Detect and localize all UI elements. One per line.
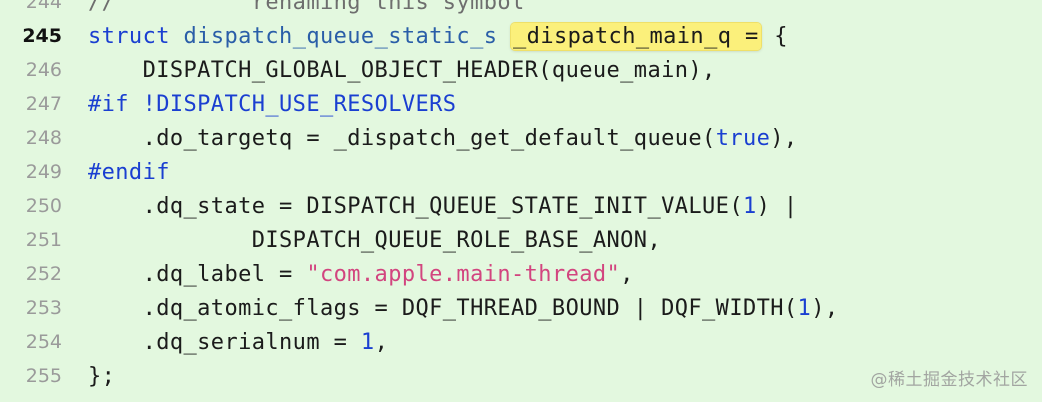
code-line-251: 251 DISPATCH_QUEUE_ROLE_BASE_ANON, bbox=[0, 223, 1042, 257]
code-content: .dq_state = DISPATCH_QUEUE_STATE_INIT_VA… bbox=[88, 194, 798, 219]
code-line-244: 244 // renaming this symbol bbox=[0, 0, 1042, 19]
code-line-250: 250 .dq_state = DISPATCH_QUEUE_STATE_INI… bbox=[0, 189, 1042, 223]
highlighted-symbol[interactable]: _dispatch_main_q = bbox=[511, 22, 761, 50]
code-content: .do_targetq = _dispatch_get_default_queu… bbox=[88, 126, 798, 151]
line-number: 249 bbox=[25, 161, 62, 183]
code-line-249: 249 #endif bbox=[0, 155, 1042, 189]
code-line-245: 245 struct dispatch_queue_static_s _disp… bbox=[0, 19, 1042, 53]
preprocessor-directive: #endif bbox=[88, 159, 170, 185]
code-text: , bbox=[620, 261, 634, 287]
line-number: 247 bbox=[25, 93, 62, 115]
code-line-254: 254 .dq_serialnum = 1, bbox=[0, 325, 1042, 359]
number-literal: 1 bbox=[360, 329, 375, 355]
watermark: @稀土掘金技术社区 bbox=[870, 370, 1028, 390]
code-text: .do_targetq = _dispatch_get_default_queu… bbox=[88, 125, 716, 151]
number-literal: 1 bbox=[797, 295, 812, 321]
current-line-number: 245 bbox=[22, 25, 62, 47]
code-text: , bbox=[374, 329, 389, 355]
line-number: 248 bbox=[25, 127, 62, 149]
preprocessor-directive: #if !DISPATCH_USE_RESOLVERS bbox=[88, 91, 457, 117]
line-number: 251 bbox=[25, 229, 62, 251]
code-line-252: 252 .dq_label = "com.apple.main-thread", bbox=[0, 257, 1042, 291]
keyword-struct: struct bbox=[88, 23, 170, 49]
code-text: .dq_state = DISPATCH_QUEUE_STATE_INIT_VA… bbox=[88, 193, 743, 219]
code-content: .dq_atomic_flags = DQF_THREAD_BOUND | DQ… bbox=[88, 296, 839, 321]
code-text: DISPATCH_GLOBAL_OBJECT_HEADER(queue_main… bbox=[88, 57, 716, 83]
line-number: 252 bbox=[25, 263, 62, 285]
code-content: .dq_serialnum = 1, bbox=[88, 330, 388, 355]
number-literal: 1 bbox=[742, 193, 757, 219]
code-text: }; bbox=[88, 363, 116, 389]
code-line-253: 253 .dq_atomic_flags = DQF_THREAD_BOUND … bbox=[0, 291, 1042, 325]
line-number: 246 bbox=[25, 59, 62, 81]
code-text: ) | bbox=[756, 193, 798, 219]
code-text: ), bbox=[811, 295, 839, 321]
comment: // renaming this symbol bbox=[88, 0, 525, 15]
literal-true: true bbox=[715, 125, 771, 151]
code-text: DISPATCH_QUEUE_ROLE_BASE_ANON, bbox=[88, 227, 662, 253]
line-number: 254 bbox=[25, 331, 62, 353]
line-number: 250 bbox=[25, 195, 62, 217]
code-line-246: 246 DISPATCH_GLOBAL_OBJECT_HEADER(queue_… bbox=[0, 53, 1042, 87]
space bbox=[497, 24, 511, 49]
code-text: { bbox=[760, 23, 788, 49]
code-line-255: 255 }; bbox=[0, 359, 1042, 393]
code-text: ), bbox=[770, 125, 798, 151]
code-text: .dq_label = bbox=[88, 261, 307, 287]
line-number: 253 bbox=[25, 297, 62, 319]
code-line-247: 247 #if !DISPATCH_USE_RESOLVERS bbox=[0, 87, 1042, 121]
code-line-248: 248 .do_targetq = _dispatch_get_default_… bbox=[0, 121, 1042, 155]
space bbox=[170, 24, 184, 49]
string-literal: "com.apple.main-thread" bbox=[306, 261, 621, 287]
code-view: 244 // renaming this symbol 245 struct d… bbox=[0, 0, 1042, 393]
code-text: .dq_serialnum = bbox=[88, 329, 361, 355]
type-name: dispatch_queue_static_s bbox=[183, 23, 498, 49]
line-number: 255 bbox=[25, 365, 62, 387]
code-content: struct dispatch_queue_static_s _dispatch… bbox=[88, 22, 788, 50]
line-number: 244 bbox=[25, 0, 62, 13]
code-text: .dq_atomic_flags = DQF_THREAD_BOUND | DQ… bbox=[88, 295, 798, 321]
code-content: .dq_label = "com.apple.main-thread", bbox=[88, 262, 634, 287]
